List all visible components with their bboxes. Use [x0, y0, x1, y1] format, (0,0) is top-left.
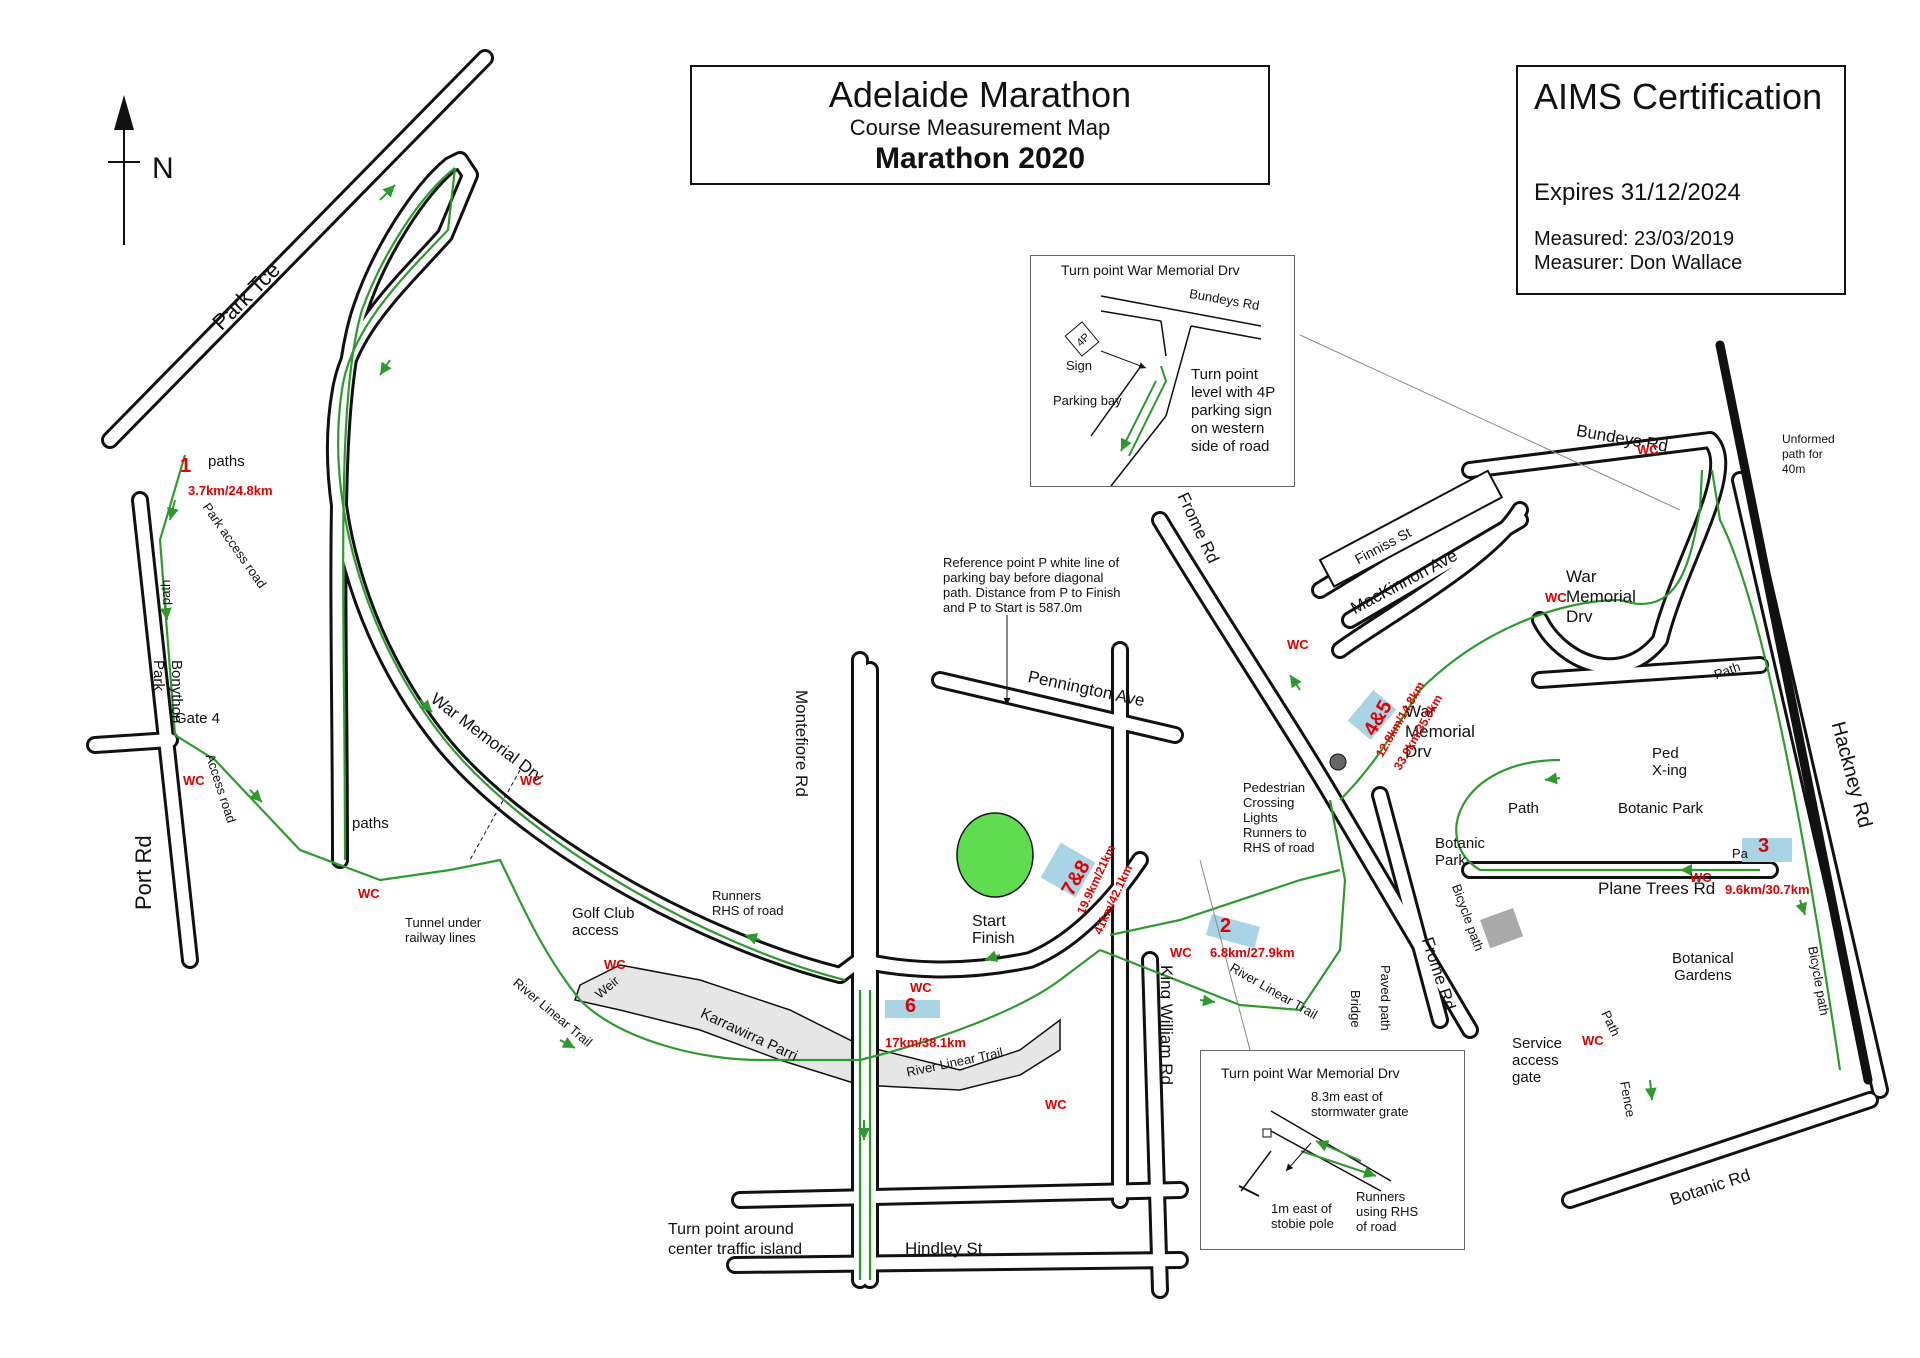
label-runners-rhs: Runners RHS of road	[712, 888, 784, 918]
checkpoint-1-number: 1	[180, 455, 192, 477]
inset-top-sign: Sign	[1066, 358, 1093, 373]
label-paths-mid: paths	[352, 815, 389, 832]
label-start-finish: Start Finish	[972, 913, 1015, 947]
checkpoint-1-distance: 3.7km/24.8km	[188, 483, 273, 498]
checkpoint-6-distance: 17km/38.1km	[885, 1035, 966, 1050]
label-botanic-park: Botanic Park	[1618, 800, 1704, 817]
wc-marker: WC	[520, 773, 542, 788]
label-path-mid: Path	[1508, 800, 1539, 817]
checkpoint-3-number: 3	[1758, 835, 1770, 857]
inset-bottom-note-right: Runners using RHS of road	[1356, 1189, 1419, 1234]
road-plane-trees-rd: Plane Trees Rd	[1598, 879, 1716, 898]
label-path-left: path	[158, 579, 173, 605]
certification-box: AIMS Certification Expires 31/12/2024 Me…	[1516, 65, 1846, 295]
inset-bottom-note-left: 1m east of stobie pole	[1271, 1201, 1334, 1231]
cert-measurer: Measurer: Don Wallace	[1534, 252, 1743, 274]
mackinnon-block	[1318, 469, 1504, 588]
inset-top-parking: Parking bay	[1053, 393, 1122, 408]
label-pedestrian: Pedestrian Crossing Lights Runners to RH…	[1243, 780, 1315, 855]
checkpoint-6-number: 6	[905, 995, 917, 1017]
checkpoint-highlights	[885, 690, 1792, 1018]
inset-bottom-diagram	[1238, 1110, 1392, 1197]
wc-marker: WC	[910, 980, 932, 995]
wc-marker: WC	[358, 886, 380, 901]
label-war-memorial-drv-2: War Memorial Drv	[1405, 702, 1475, 761]
adelaide-oval	[956, 812, 1034, 898]
wc-marker: WC	[1045, 1097, 1067, 1112]
label-botanical-gardens: Botanical Gardens	[1672, 950, 1734, 984]
inset-top: Turn point War Memorial Drv Bundeys Rd 4…	[1030, 255, 1295, 487]
label-tunnel: Tunnel under railway lines	[405, 915, 482, 945]
north-arrow-icon	[108, 95, 140, 245]
wc-marker: WC	[604, 957, 626, 972]
title-line3: Marathon 2020	[874, 142, 1086, 175]
checkpoint-2-distance: 6.8km/27.9km	[1210, 945, 1295, 960]
wc-marker: WC	[1690, 870, 1712, 885]
label-paved-path: Paved path	[1378, 965, 1393, 1031]
label-botanic-park-2: Botanic Park	[1435, 835, 1486, 869]
label-paths-top: paths	[208, 453, 245, 470]
checkpoint-2-number: 2	[1220, 915, 1232, 937]
title-line1: Adelaide Marathon	[828, 74, 1132, 115]
inset-top-note: Turn point level with 4P parking sign on…	[1191, 366, 1276, 455]
label-bridge: Bridge	[1348, 990, 1363, 1028]
inset-top-diagram	[1064, 295, 1262, 487]
label-service-gate: Service access gate	[1512, 1035, 1563, 1086]
label-turn-point-hindley: Turn point around center traffic island	[668, 1221, 802, 1258]
wc-marker: WC	[1170, 945, 1192, 960]
label-reference-point: Reference point P white line of parking …	[943, 555, 1121, 615]
service-building	[1480, 908, 1524, 949]
road-port-rd: Port Rd	[131, 835, 156, 910]
wc-marker: WC	[1287, 637, 1309, 652]
river-torrens	[574, 964, 1061, 1091]
inset-bottom-note-top: 8.3m east of stormwater grate	[1311, 1089, 1409, 1119]
label-golf-club: Golf Club access	[572, 905, 635, 939]
leader-lines	[469, 334, 1681, 1051]
wc-marker: WC	[183, 773, 205, 788]
label-unformed-path: Unformed path for 40m	[1782, 432, 1835, 476]
roundabout-frome	[1329, 753, 1347, 771]
label-path-3: Pa	[1732, 846, 1748, 861]
direction-arrows	[159, 184, 1807, 1140]
cert-expires: Expires 31/12/2024	[1534, 179, 1741, 206]
road-montefiore-rd: Montefiore Rd	[792, 690, 811, 797]
label-ped-xing: Ped X-ing	[1652, 745, 1688, 779]
inset-bottom-title: Turn point War Memorial Drv	[1221, 1065, 1400, 1081]
cert-measured: Measured: 23/03/2019	[1534, 228, 1735, 250]
inset-bottom: Turn point War Memorial Drv 8.3m east of…	[1200, 1050, 1465, 1250]
wc-marker: WC	[1637, 442, 1659, 457]
label-gate-4: Gate 4	[175, 710, 221, 727]
inset-top-title: Turn point War Memorial Drv	[1061, 262, 1240, 278]
cert-heading: AIMS Certification	[1534, 76, 1823, 117]
road-king-william-rd: King William Rd	[1157, 965, 1176, 1085]
title-line2: Course Measurement Map	[849, 115, 1111, 140]
title-box: Adelaide Marathon Course Measurement Map…	[690, 65, 1270, 185]
course-route	[158, 167, 1842, 1280]
wc-marker: WC	[1582, 1033, 1604, 1048]
north-label: N	[152, 152, 174, 185]
wc-marker: WC	[1545, 590, 1567, 605]
label-war-memorial-drv-1: War Memorial Drv	[1566, 567, 1636, 626]
checkpoint-3-distance: 9.6km/30.7km	[1725, 882, 1810, 897]
road-hindley-st: Hindley St	[905, 1239, 983, 1258]
